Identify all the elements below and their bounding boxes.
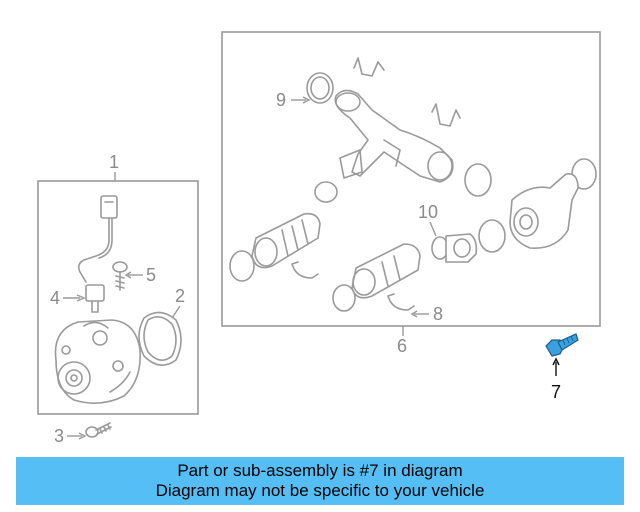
banner-line-1: Part or sub-assembly is #7 in diagram xyxy=(177,461,463,480)
info-banner: Part or sub-assembly is #7 in diagram Di… xyxy=(16,457,624,505)
callout-1[interactable]: 1 xyxy=(109,152,119,172)
callout-4[interactable]: 4 xyxy=(50,288,60,308)
callout-5[interactable]: 5 xyxy=(146,265,156,285)
banner-line-2: Diagram may not be specific to your vehi… xyxy=(155,481,485,500)
callout-2[interactable]: 2 xyxy=(175,286,185,306)
assembly-box-1 xyxy=(37,180,199,415)
callout-3[interactable]: 3 xyxy=(54,426,64,446)
callout-9[interactable]: 9 xyxy=(276,90,286,110)
callout-8[interactable]: 8 xyxy=(433,304,443,324)
coolant-housing-group xyxy=(229,57,597,312)
callout-6[interactable]: 6 xyxy=(397,336,407,356)
water-pump-group xyxy=(54,195,182,438)
callout-10[interactable]: 10 xyxy=(418,202,438,222)
assembly-box-6 xyxy=(221,31,601,327)
bolt-part-7[interactable] xyxy=(545,333,579,357)
callout-7[interactable]: 7 xyxy=(551,382,561,402)
